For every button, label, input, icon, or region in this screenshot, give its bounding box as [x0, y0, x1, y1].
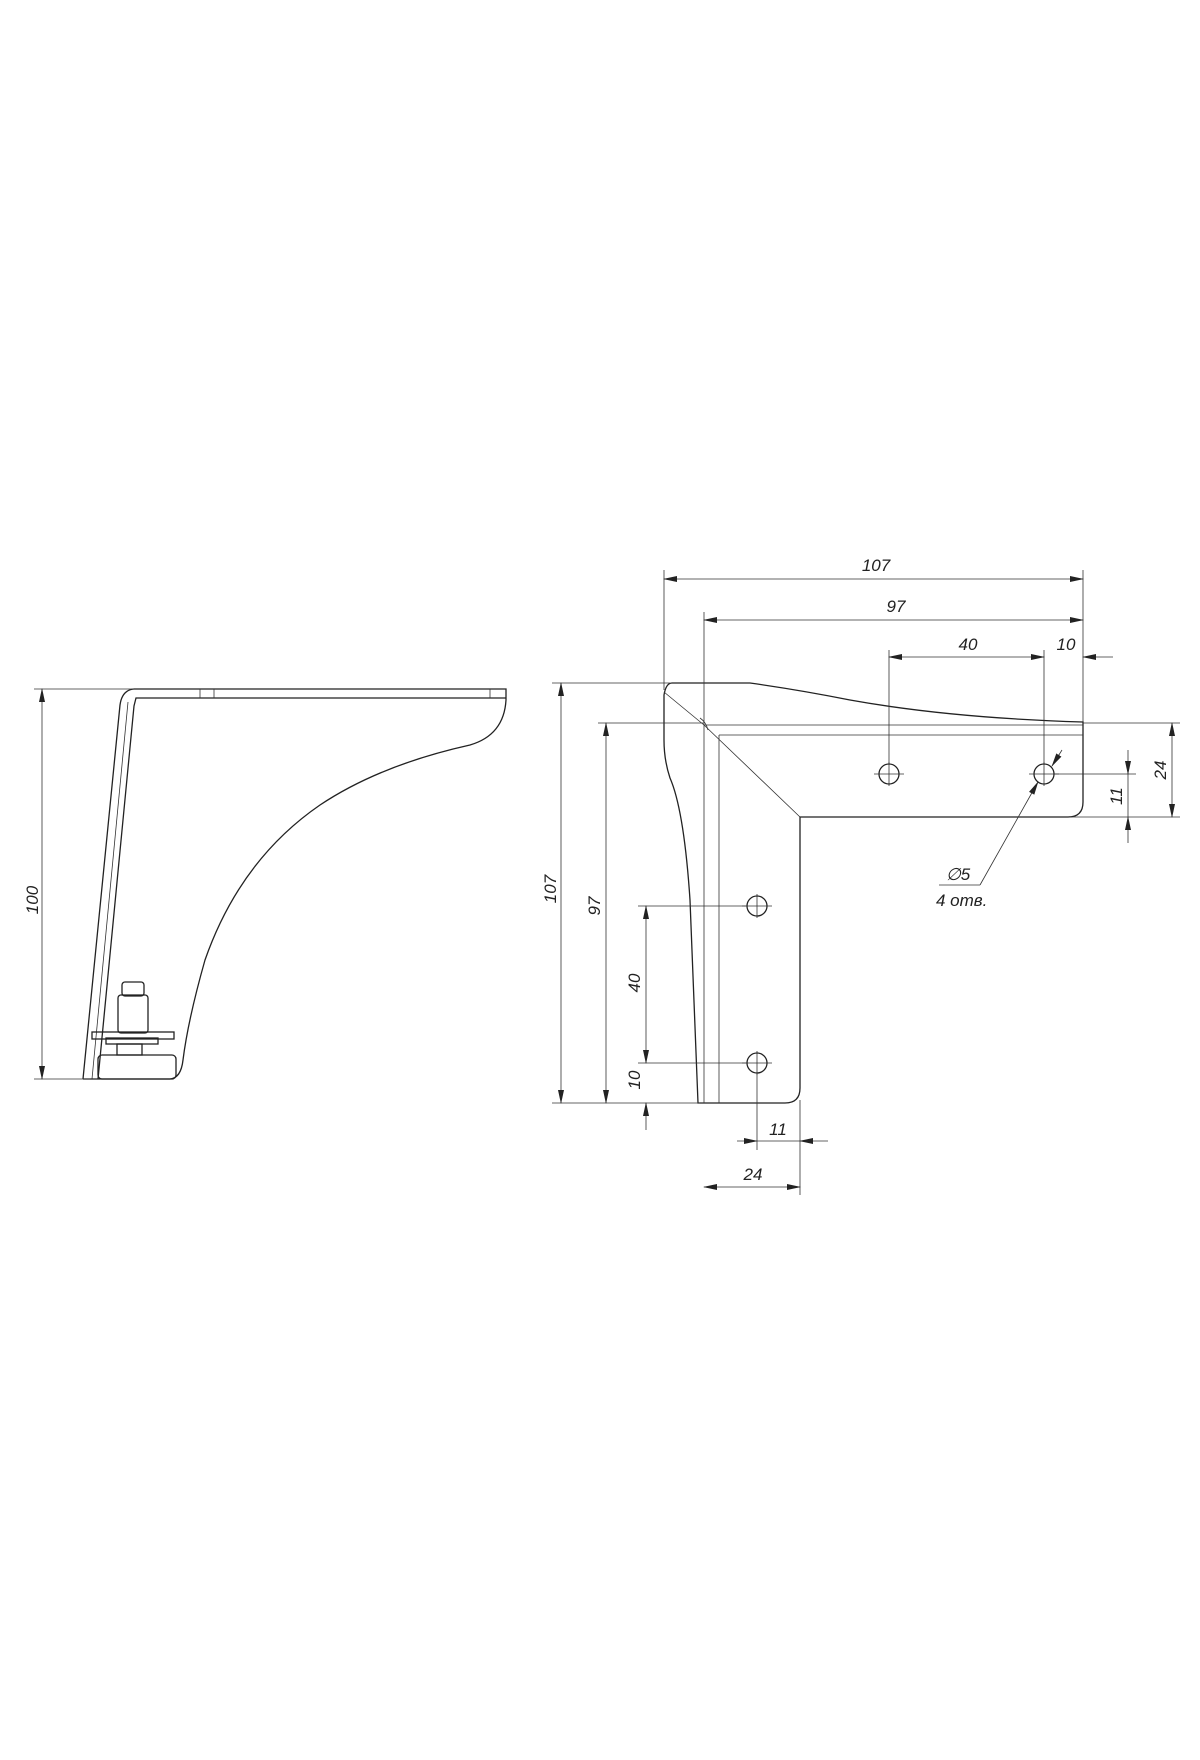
front-view: 107 97 40 10 24 11 ∅5	[541, 556, 1180, 1195]
horizontal-dimensions: 107 97 40 10	[663, 556, 1113, 764]
hole-spacing-h-label: 40	[959, 635, 978, 654]
side-view: 100	[23, 688, 507, 1080]
side-bracket-outline	[82, 688, 507, 1080]
inner-width-label: 97	[887, 597, 906, 616]
hole-offset-h-label: 11	[1107, 787, 1126, 805]
arm-width-h-label: 24	[1151, 761, 1170, 781]
hole-callout: ∅5 4 отв.	[936, 749, 1063, 910]
edge-offset-h-label: 10	[1057, 635, 1076, 654]
arm-width-v-label: 24	[743, 1165, 763, 1184]
leveling-foot	[91, 981, 177, 1080]
edge-offset-v-label: 10	[625, 1070, 644, 1089]
hole-spacing-v-label: 40	[625, 973, 644, 992]
hole-offset-v-label: 11	[769, 1120, 787, 1139]
height-label: 100	[23, 885, 42, 914]
bottom-dimensions: 11 24	[703, 1073, 828, 1195]
overall-height-label: 107	[541, 874, 560, 903]
hole-diameter-label: ∅5	[946, 865, 971, 884]
left-vertical-dimensions: 107 97 40 10	[541, 682, 747, 1130]
right-vertical-dimensions: 24 11	[1054, 722, 1180, 843]
mounting-holes	[742, 762, 1059, 1075]
hole-top-left	[874, 762, 904, 786]
hole-count-label: 4 отв.	[936, 891, 987, 910]
overall-width-label: 107	[862, 556, 891, 575]
side-height-dimension: 100	[23, 688, 134, 1080]
front-bracket-outline	[663, 682, 1084, 1104]
inner-height-label: 97	[585, 896, 604, 915]
